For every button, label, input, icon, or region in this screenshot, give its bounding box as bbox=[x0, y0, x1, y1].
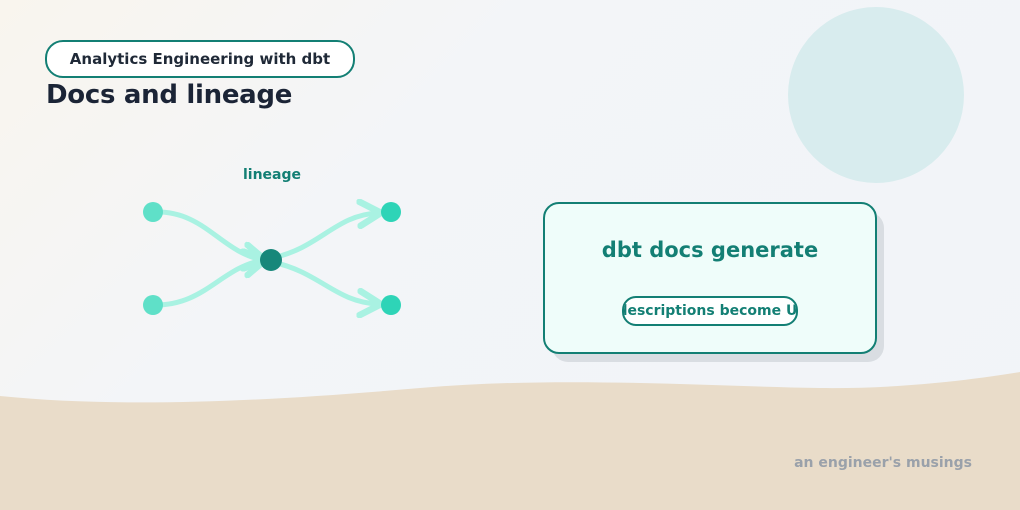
card-badge-label: descriptions become UI bbox=[622, 303, 798, 319]
card-badge: descriptions become UI bbox=[622, 296, 798, 326]
card-title: dbt docs generate bbox=[601, 238, 819, 262]
edge-hub-target-top bbox=[269, 213, 378, 261]
node-source-top bbox=[143, 202, 163, 222]
edge-hub-target-bottom bbox=[269, 259, 378, 304]
series-pill: Analytics Engineering with dbt bbox=[45, 40, 355, 78]
node-source-bottom bbox=[143, 295, 163, 315]
node-hub bbox=[260, 249, 282, 271]
page-title: Docs and lineage bbox=[46, 80, 293, 110]
series-label: Analytics Engineering with dbt bbox=[69, 50, 331, 68]
edge-source-bottom-hub bbox=[150, 260, 263, 308]
sand-wave bbox=[0, 372, 1020, 510]
edge-source-top-hub bbox=[150, 209, 263, 260]
node-target-bottom bbox=[381, 295, 401, 315]
node-target-top bbox=[381, 202, 401, 222]
diagram-label: lineage bbox=[242, 167, 302, 183]
decorative-circle bbox=[788, 7, 964, 183]
lineage-diagram bbox=[143, 180, 401, 340]
command-card: dbt docs generate descriptions become UI bbox=[543, 202, 877, 354]
footer-credit: an engineer's musings bbox=[794, 455, 972, 471]
